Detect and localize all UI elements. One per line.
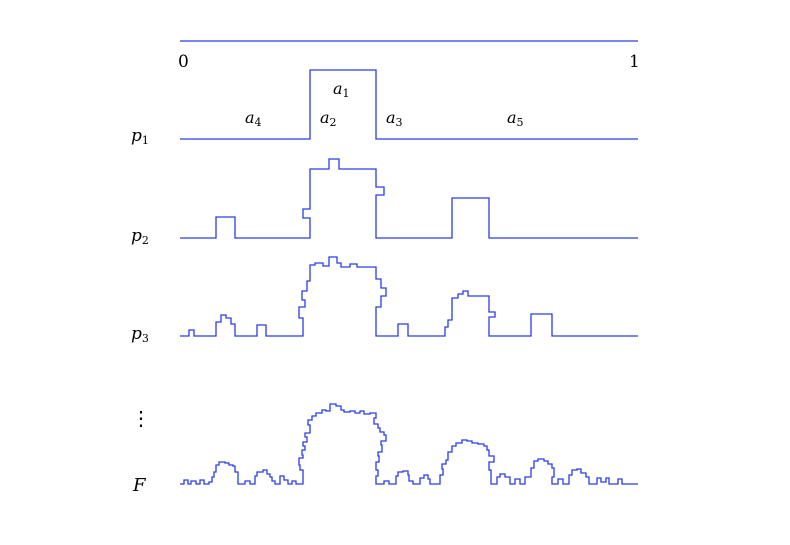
vertical-ellipsis: ⋮ [131, 406, 151, 430]
segment-label-a3: a3 [386, 108, 403, 129]
segment-label-a5: a5 [507, 108, 524, 129]
axis-start-label: 0 [178, 52, 189, 72]
row-label-f: F [132, 475, 147, 496]
segment-label-a4: a4 [245, 108, 262, 129]
curve-fractal-f [180, 403, 638, 485]
row-label-p1: p1 [131, 126, 149, 147]
curve-p1 [180, 69, 638, 140]
curve-p3 [180, 256, 638, 337]
axis-end-label: 1 [629, 52, 640, 72]
segment-label-a1: a1 [333, 79, 350, 100]
segment-label-a2: a2 [320, 108, 337, 129]
row-label-p2: p2 [131, 226, 149, 247]
curve-p2 [180, 158, 638, 239]
row-label-p3: p3 [131, 324, 149, 345]
